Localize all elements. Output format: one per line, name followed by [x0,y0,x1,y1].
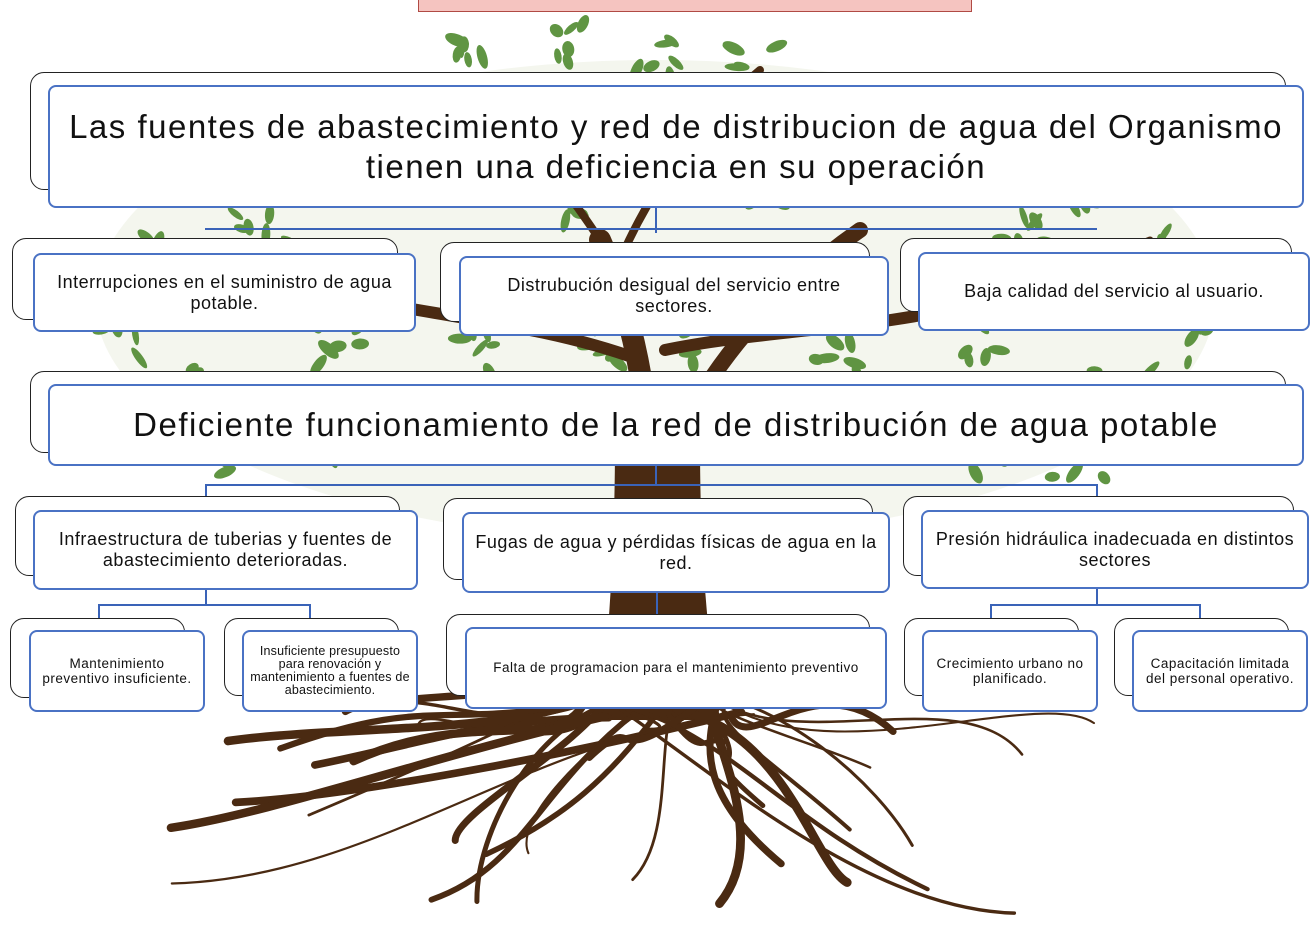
leaf [318,339,339,359]
effect-2-box: Distrubución desigual del servicio entre… [459,256,889,336]
leaf [1019,205,1029,228]
root-1-box: Mantenimiento preventivo insuficiente. [29,630,205,712]
leaf [464,52,473,68]
leaf [1158,223,1172,242]
leaf [562,41,575,57]
leaf [814,353,840,364]
leaf [214,465,237,479]
root-2-box: Insuficiente presupuesto para renovación… [242,630,418,712]
leaf [643,60,660,73]
effect-2-text: Distrubución desigual del servicio entre… [507,275,841,316]
cause-2-box: Fugas de agua y pérdidas físicas de agua… [462,512,890,593]
root [705,701,745,908]
leaf [447,333,472,344]
leaf [964,352,974,368]
cause-3-text: Presión hidráulica inadecuada en distint… [935,528,1295,570]
cause-2-text: Fugas de agua y pérdidas físicas de agua… [475,531,877,573]
leaf [987,345,1010,356]
root-3-text: Falta de programacion para el mantenimie… [493,660,859,676]
connector-line [205,484,1097,486]
problem-box: Deficiente funcionamiento de la red de d… [48,384,1304,466]
root [673,706,852,887]
effect-3-text: Baja calidad del servicio al usuario. [964,281,1264,302]
leaf [131,347,148,369]
root [525,717,633,855]
root-5-box: Capacitación limitada del personal opera… [1132,630,1308,712]
leaf [687,354,699,373]
main-effect-text: Las fuentes de abastecimiento y red de d… [69,107,1283,185]
leaf [1066,462,1083,483]
leaf [722,41,745,56]
leaf [560,209,571,233]
connector-line [1199,604,1201,620]
cause-3-box: Presión hidráulica inadecuada en distint… [921,510,1309,589]
root-2-text: Insuficiente presupuesto para renovación… [250,643,410,698]
leaf [1029,212,1043,230]
effect-1-text: Interrupciones en el suministro de agua … [57,271,392,313]
leaf [766,39,788,53]
leaf [968,462,983,484]
leaf [476,45,488,69]
leaf [1184,328,1200,347]
leaf [452,46,462,63]
connector-line [205,590,207,606]
leaf [562,53,574,70]
leaf [264,204,275,225]
leaf [576,15,590,33]
leaf [980,348,991,366]
root [277,702,571,752]
root [585,705,697,761]
cause-1-box: Infraestructura de tuberias y fuentes de… [33,510,418,590]
root [166,712,609,833]
leaf [843,357,867,370]
top-banner [418,0,972,12]
leaf [486,341,501,349]
effect-3-box: Baja calidad del servicio al usuario. [918,252,1310,331]
connector-line [990,604,992,620]
leaf [1044,471,1060,482]
main-effect-box: Las fuentes de abastecimiento y red de d… [48,85,1304,208]
leaf [472,339,489,357]
connector-line [655,208,657,233]
leaf [328,340,347,353]
root-1-text: Mantenimiento preventivo insuficiente. [42,655,192,686]
leaf [668,55,684,70]
root-5-text: Capacitación limitada del personal opera… [1145,655,1295,686]
root-4-box: Crecimiento urbano no planificado. [922,630,1098,712]
leaf [733,61,750,70]
root [727,701,897,736]
leaf [844,332,856,353]
leaf [243,218,254,236]
leaf [445,32,469,48]
roots [166,678,1096,915]
connector-line [98,604,310,606]
leaf [654,39,677,48]
leaf [825,334,845,351]
problem-text: Deficiente funcionamiento de la red de d… [133,406,1219,444]
root [349,682,595,766]
root [718,700,1024,756]
leaf [1097,471,1111,485]
leaf [1184,355,1192,370]
leaf [564,21,579,35]
connector-line [1096,588,1098,606]
connector-line [990,604,1200,606]
connector-line [656,592,658,614]
root-3-box: Falta de programacion para el mantenimie… [465,627,887,709]
root-4-text: Crecimiento urbano no planificado. [936,655,1084,686]
leaf [554,48,562,64]
leaf [351,338,370,350]
cause-1-text: Infraestructura de tuberias y fuentes de… [58,529,393,570]
leaf [549,24,564,38]
connector-line [309,604,311,620]
leaf [310,354,327,376]
connector-line [205,228,1097,230]
connector-line [655,466,657,486]
effect-1-box: Interrupciones en el suministro de agua … [33,253,416,332]
connector-line [98,604,100,620]
leaf [227,207,244,221]
